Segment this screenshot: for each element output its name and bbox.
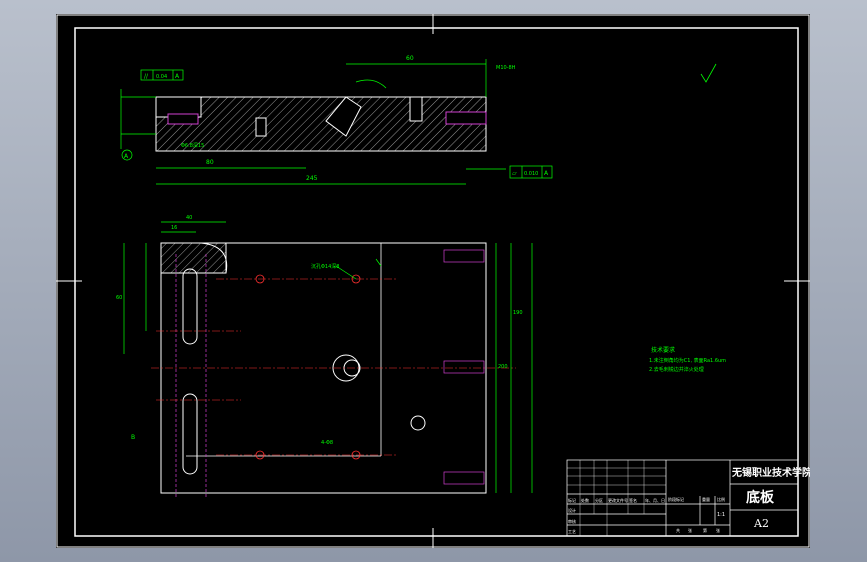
notes-line-1: 1.未注倒角均为C1, 表面Ra1.6um [649,357,726,364]
datum-b-label: B [131,434,135,441]
tb-sheet: 张 [716,527,720,533]
counterbore [445,111,487,125]
tb-stage: 阶段标记 [668,496,684,502]
center-lines [151,278,516,456]
section-view[interactable]: 80 245 60 M10-8H Φ6.8深15 // 0.04 A [120,55,717,185]
dim-245: 245 [306,175,318,182]
counterbore-callout: 沉孔Φ14深8 [311,263,339,270]
section-dims [120,59,506,185]
svg-text://: // [144,73,149,80]
technical-notes: 技术要求 1.未注倒角均为C1, 表面Ra1.6um 2.去毛刺锐边并淬火处理 [649,346,726,373]
svg-text:0.010: 0.010 [524,171,538,177]
plan-dims [123,221,533,493]
side-hole [410,415,426,431]
svg-text:A: A [175,73,180,80]
tb-mark: 标记 [568,497,576,503]
svg-text:0.04: 0.04 [156,74,167,80]
screw-left [167,113,199,125]
side-screws [443,249,485,485]
holes-callout: 4-Φ8 [321,440,333,446]
pin-hole [255,117,267,137]
slot-upper [182,268,198,345]
tb-sheets: 张 [688,527,692,533]
dim-60-v: 60 [116,295,122,301]
title-block[interactable]: 标记 处数 分区 更改文件号 签名 年、月、日 设计 审核 工艺 阶段标记 重量… [566,459,812,537]
tb-design: 设计 [568,507,576,513]
drawing-canvas[interactable]: 80 245 60 M10-8H Φ6.8深15 // 0.04 A [56,14,812,548]
tolerance-flat: ⏥ 0.010 A [509,165,553,179]
datum-a-symbol [121,149,133,161]
tb-date: 年、月、日 [645,497,665,503]
tapped-hole [409,96,423,122]
school-name: 无锡职业技术学院 [731,466,810,479]
dim-190: 190 [513,310,523,316]
corner-section [160,242,227,274]
centering-marks [56,14,810,548]
tb-scale-label: 比例 [717,496,725,502]
tb-review: 审核 [568,518,576,524]
tb-process: 工艺 [568,529,576,534]
notes-heading: 技术要求 [651,346,675,354]
inner-border [74,27,799,537]
plan-view[interactable]: 40 16 60 200 190 沉孔Φ14深8 4-Φ8 B [116,215,533,499]
outer-border [56,14,810,548]
sheet-size: A2 [753,517,769,530]
dim-16: 16 [171,225,177,231]
section-body [155,96,487,152]
drawing-sheet[interactable]: 80 245 60 M10-8H Φ6.8深15 // 0.04 A [56,14,812,548]
tb-total: 共 [676,527,680,533]
hole-callout: Φ6.8深15 [181,142,204,149]
notes-line-2: 2.去毛刺锐边并淬火处理 [649,366,704,373]
tb-count: 处数 [581,497,589,503]
datum-a-label: A [124,153,129,160]
dim-200: 200 [498,364,508,370]
tolerance-parallel: // 0.04 A [140,69,184,81]
dim-60: 60 [406,55,414,62]
dim-40: 40 [186,215,192,221]
tb-weight: 重量 [702,496,710,502]
tb-page: 第 [703,527,707,533]
svg-text:A: A [544,170,549,177]
angled-hole [325,96,362,137]
dim-80: 80 [206,159,214,166]
slot-lower [182,393,198,475]
tb-sign: 签名 [629,497,637,503]
tb-zone: 分区 [595,497,603,503]
part-name: 底板 [746,489,775,506]
thread-callout: M10-8H [496,65,516,71]
roughness-icon [700,63,717,83]
svg-text:⏥: ⏥ [512,170,517,177]
tb-change-doc: 更改文件号 [608,497,628,503]
tb-scale: 1:1 [717,512,725,518]
